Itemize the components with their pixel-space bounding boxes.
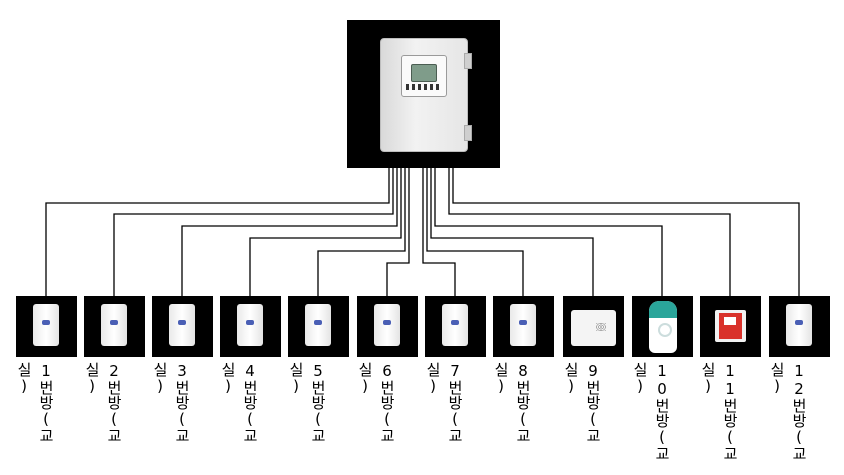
device-unit-icon xyxy=(510,304,536,346)
device-unit-icon xyxy=(305,304,331,346)
wire-room-12 xyxy=(452,168,800,296)
device-unit-icon xyxy=(442,304,468,346)
room-device-1[interactable] xyxy=(16,296,77,357)
room-device-2[interactable] xyxy=(84,296,145,357)
wire-room-5 xyxy=(317,168,406,296)
device-unit-icon xyxy=(649,301,677,353)
room-device-12[interactable] xyxy=(769,296,830,357)
room-label-6: 6번방(교실) xyxy=(356,362,396,443)
room-device-6[interactable] xyxy=(357,296,418,357)
room-label-5: 5번방(교실) xyxy=(287,362,327,443)
room-device-5[interactable] xyxy=(288,296,349,357)
room-device-10[interactable] xyxy=(632,296,693,357)
wire-room-10 xyxy=(434,168,663,296)
room-device-4[interactable] xyxy=(220,296,281,357)
device-unit-icon xyxy=(374,304,400,346)
wire-room-11 xyxy=(448,168,731,296)
controller-panel xyxy=(401,55,447,97)
device-unit-icon xyxy=(715,310,746,342)
wire-room-9 xyxy=(430,168,594,296)
hinge-top xyxy=(464,53,472,69)
device-unit-icon xyxy=(101,304,127,346)
controller-buttons xyxy=(406,84,440,90)
wire-room-2 xyxy=(113,168,394,296)
room-device-11[interactable] xyxy=(700,296,761,357)
hinge-bottom xyxy=(464,125,472,141)
room-device-7[interactable] xyxy=(425,296,486,357)
wire-room-3 xyxy=(181,168,398,296)
room-device-3[interactable] xyxy=(152,296,213,357)
room-device-8[interactable] xyxy=(493,296,554,357)
main-controller[interactable] xyxy=(347,20,500,168)
wire-room-1 xyxy=(45,168,390,296)
room-label-7: 7번방(교실) xyxy=(424,362,464,443)
device-unit-icon xyxy=(33,304,59,346)
room-label-3: 3번방(교실) xyxy=(151,362,191,443)
room-label-2: 2번방(교실) xyxy=(83,362,123,443)
wire-room-6 xyxy=(386,168,410,296)
room-label-4: 4번방(교실) xyxy=(219,362,259,443)
room-label-12: 12번방(교실) xyxy=(768,362,808,461)
wire-room-4 xyxy=(249,168,402,296)
controller-screen xyxy=(411,64,437,82)
wire-room-8 xyxy=(426,168,524,296)
room-label-9: 9번방(교실) xyxy=(562,362,602,443)
room-label-11: 11번방(교실) xyxy=(699,362,739,461)
device-unit-icon xyxy=(571,310,616,346)
room-label-8: 8번방(교실) xyxy=(492,362,532,443)
controller-enclosure xyxy=(380,38,472,152)
device-unit-icon xyxy=(237,304,263,346)
device-unit-icon xyxy=(169,304,195,346)
wire-room-7 xyxy=(422,168,456,296)
room-label-10: 10번방(교실) xyxy=(631,362,671,461)
device-unit-icon xyxy=(786,304,812,346)
room-label-1: 1번방(교실) xyxy=(15,362,55,443)
room-device-9[interactable] xyxy=(563,296,624,357)
